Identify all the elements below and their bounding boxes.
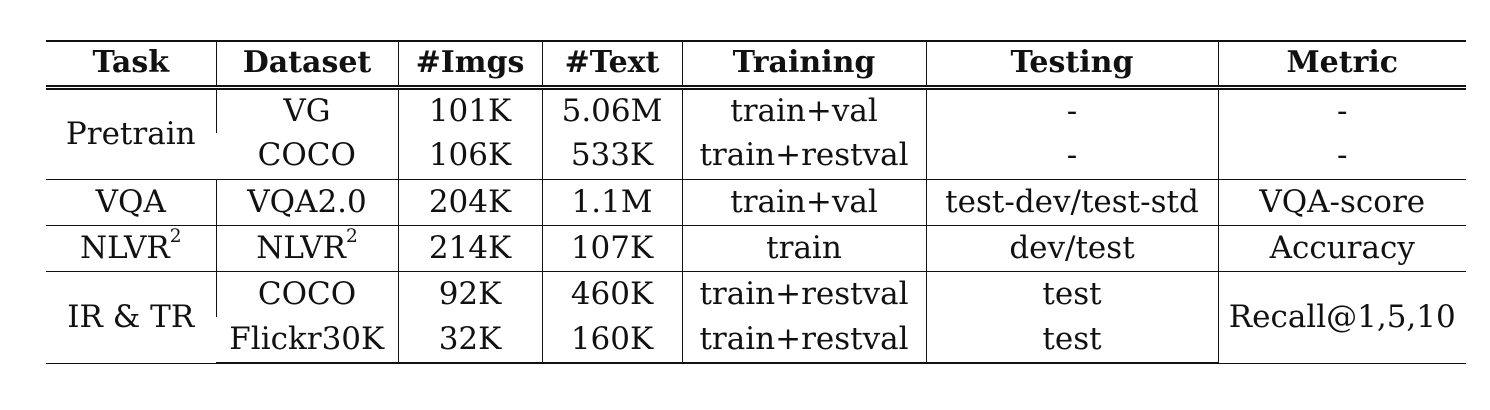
cell-text: 1.1M	[541, 179, 682, 226]
cell-testing: test	[925, 271, 1218, 317]
cell-text: 160K	[541, 317, 682, 364]
header-testing: Testing	[925, 40, 1218, 90]
cell-testing-text: test-dev/test-std	[945, 183, 1199, 220]
cell-testing-text: -	[1066, 137, 1078, 174]
cell-training-text: train+val	[730, 183, 878, 220]
header-training: Training	[681, 40, 926, 90]
cell-dataset-text: COCO	[257, 137, 356, 174]
cell-testing: dev/test	[925, 225, 1218, 272]
header-row: Task Dataset #Imgs #Text Training Testin…	[46, 40, 1466, 90]
header-metric: Metric	[1217, 40, 1466, 90]
cell-task-text: VQA	[95, 183, 166, 220]
cell-imgs-text: 32K	[438, 321, 502, 357]
table-row: VQA VQA2.0 204K 1.1M train+val test-dev/test-…	[46, 179, 1466, 226]
cell-metric-text: -	[1337, 92, 1348, 129]
cell-imgs: 214K	[397, 225, 542, 272]
cell-training-text: train+val	[730, 92, 878, 129]
cell-testing-text: test	[1042, 275, 1102, 312]
cell-dataset-text: VQA2.0	[247, 183, 367, 220]
cell-task-text: IR & TR	[67, 298, 195, 335]
cell-text-text: 1.1M	[571, 183, 653, 220]
cell-text: 107K	[541, 225, 682, 272]
cell-metric-text: VQA-score	[1259, 183, 1426, 220]
cell-task-text: NLVR	[79, 229, 170, 266]
cell-imgs: 32K	[397, 317, 542, 364]
header-text: #Text	[541, 40, 682, 90]
cell-text-text: 460K	[570, 275, 654, 312]
cell-dataset: VQA2.0	[215, 179, 398, 226]
cell-testing: test	[925, 317, 1218, 364]
cell-imgs: 106K	[397, 133, 542, 180]
cell-dataset: Flickr30K	[216, 317, 398, 364]
cell-task-superscript: 2	[169, 226, 182, 248]
table-body: Pretrain VG 101K 5.06M train+val - - COCO 106K 53…	[46, 87, 1466, 364]
table-row: Pretrain VG 101K 5.06M train+val - -	[46, 87, 1466, 180]
cell-dataset-text: NLVR	[256, 229, 346, 266]
cell-dataset: COCO	[216, 133, 398, 180]
cell-metric-text: Accuracy	[1269, 229, 1415, 266]
cell-text-text: 533K	[570, 137, 654, 174]
cell-imgs: 101K	[397, 87, 542, 133]
cell-imgs-text: 101K	[428, 92, 512, 129]
cell-testing-text: -	[1066, 92, 1078, 129]
cell-metric-text: -	[1337, 137, 1348, 174]
header-task: Task	[46, 40, 216, 90]
cell-training: train+restval	[681, 133, 926, 180]
dataset-statistics-table: Task Dataset #Imgs #Text Training Testin…	[46, 40, 1466, 364]
cell-dataset: VG	[215, 87, 398, 133]
cell-testing: -	[925, 87, 1218, 133]
cell-training: train	[681, 225, 926, 272]
cell-text: 460K	[541, 271, 682, 317]
cell-imgs-text: 214K	[428, 229, 512, 266]
cell-training: train+restval	[681, 317, 926, 364]
cell-metric: -	[1217, 133, 1466, 180]
cell-text: 5.06M	[541, 87, 682, 133]
cell-imgs-text: 106K	[428, 137, 512, 174]
table-row: Flickr30K 32K 160K train+restval test	[46, 317, 1466, 364]
cell-imgs: 204K	[397, 179, 542, 226]
cell-imgs-text: 204K	[428, 183, 512, 220]
cell-imgs: 92K	[397, 271, 542, 317]
cell-text-text: 107K	[570, 229, 654, 266]
table-row: COCO 106K 533K train+restval - -	[46, 133, 1466, 180]
cell-training-text: train+restval	[699, 137, 909, 174]
cell-dataset-text: Flickr30K	[229, 321, 385, 357]
cell-training-text: train	[766, 229, 842, 266]
cell-training: train+restval	[681, 271, 926, 317]
header-imgs: #Imgs	[397, 40, 542, 90]
cell-testing-text: dev/test	[1009, 229, 1135, 266]
cell-testing-text: test	[1042, 321, 1102, 357]
cell-training-text: train+restval	[699, 275, 909, 312]
cell-text-text: 5.06M	[561, 92, 663, 129]
cell-task: Pretrain	[46, 87, 216, 180]
cell-task: IR & TR	[46, 271, 216, 364]
cell-dataset-text: VG	[283, 92, 331, 129]
cell-metric: VQA-score	[1217, 179, 1466, 226]
cell-dataset-text: COCO	[257, 275, 357, 312]
cell-task: NLVR2	[46, 225, 216, 272]
cell-metric-text: Recall@1,5,10	[1228, 298, 1456, 335]
cell-imgs-text: 92K	[438, 275, 502, 312]
cell-metric: Recall@1,5,10	[1217, 271, 1466, 364]
cell-dataset: NLVR2	[215, 225, 398, 272]
cell-testing: test-dev/test-std	[925, 179, 1218, 226]
cell-metric: Accuracy	[1217, 225, 1466, 272]
cell-dataset-superscript: 2	[345, 226, 358, 248]
cell-training: train+val	[681, 87, 926, 133]
cell-text: 533K	[541, 133, 682, 180]
cell-task: VQA	[46, 179, 216, 226]
cell-task-text: Pretrain	[65, 115, 196, 152]
cell-metric: -	[1217, 87, 1466, 133]
cell-dataset: COCO	[215, 271, 398, 317]
cell-testing: -	[925, 133, 1218, 180]
cell-text-text: 160K	[570, 321, 654, 357]
header-dataset: Dataset	[215, 40, 398, 90]
cell-training: train+val	[681, 179, 926, 226]
cell-training-text: train+restval	[699, 321, 909, 357]
